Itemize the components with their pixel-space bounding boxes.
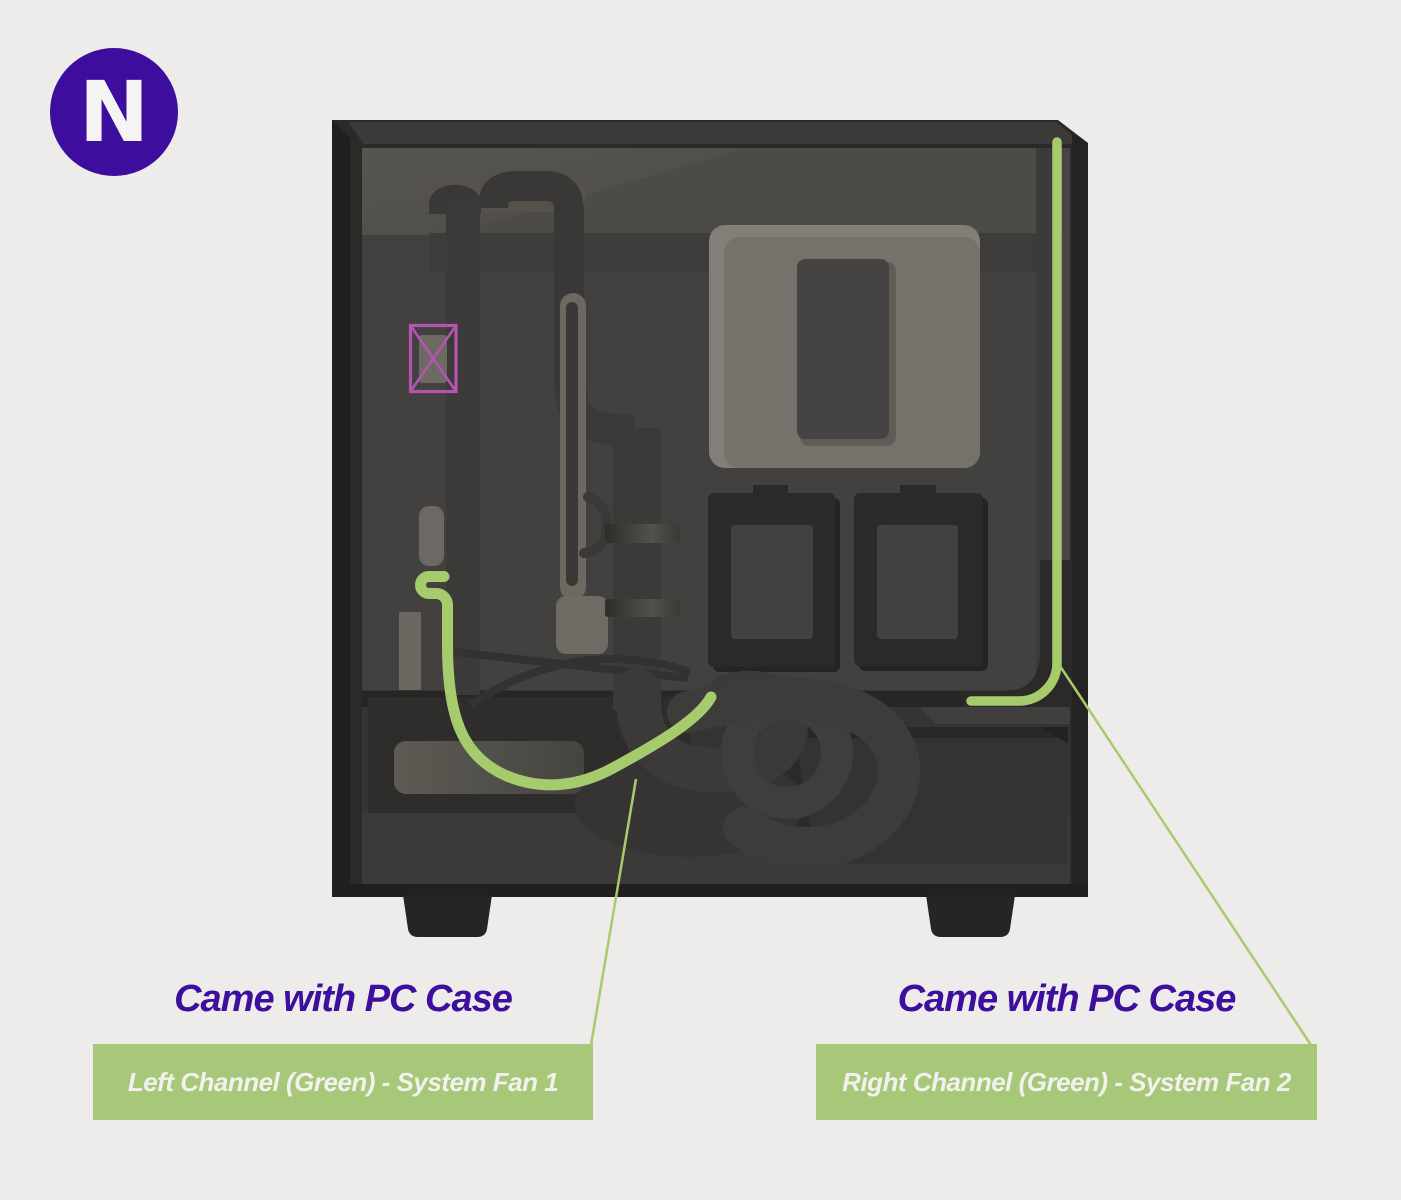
- cable-strap-2: [605, 599, 680, 617]
- left-leader-line: [589, 778, 638, 1046]
- logo-letter: N: [79, 63, 149, 161]
- cable-bundle: [454, 648, 921, 869]
- bundle-loop-2: [667, 677, 921, 869]
- right-annotation-label: Right Channel (Green) - System Fan 2: [816, 1044, 1317, 1120]
- case-foot-right: [926, 895, 1015, 937]
- left-annotation-label: Left Channel (Green) - System Fan 1: [93, 1044, 593, 1120]
- marker-x-line: [409, 324, 458, 393]
- panel-left-tab: [399, 612, 421, 690]
- left-channel-cable: [415, 571, 717, 791]
- shroud-right-highlight: [920, 707, 1070, 724]
- panel-right-sliver: [1062, 148, 1070, 692]
- cable-rail-small: [419, 506, 444, 566]
- cable-strap-1: [605, 524, 680, 543]
- nzxt-logo: N: [50, 48, 178, 176]
- shroud-right-corner: [962, 560, 1070, 707]
- magenta-marker: [408, 323, 458, 394]
- case-bottom-edge: [332, 884, 1088, 897]
- ssd-tray-1: [708, 485, 840, 672]
- panel-right-column: [1036, 148, 1056, 692]
- right-leader-line: [1058, 665, 1313, 1046]
- cable-loop-top: [478, 171, 584, 395]
- case-left-edge: [332, 120, 350, 897]
- case-top-face: [348, 122, 1083, 144]
- tray-window: [877, 525, 958, 639]
- right-channel-cable: [966, 137, 1062, 706]
- pc-case: [332, 120, 1088, 937]
- cpu-cutout-plate: [709, 225, 980, 468]
- cable-rail-pad: [556, 596, 608, 654]
- marker-frame: [408, 323, 458, 394]
- case-right-edge: [1072, 132, 1088, 897]
- logo-circle: [50, 48, 178, 176]
- psu-corner-shade: [1040, 727, 1068, 744]
- ssd-tray-2: [854, 485, 988, 671]
- bundle-thin-cable: [467, 654, 692, 709]
- case-foot-left: [403, 895, 492, 937]
- cpu-cutout-hole: [797, 259, 889, 439]
- tray-window: [731, 525, 813, 639]
- right-annotation-heading: Came with PC Case: [897, 978, 1237, 1020]
- left-annotation-heading: Came with PC Case: [174, 978, 513, 1020]
- thin-cable-in-rail: [566, 302, 578, 586]
